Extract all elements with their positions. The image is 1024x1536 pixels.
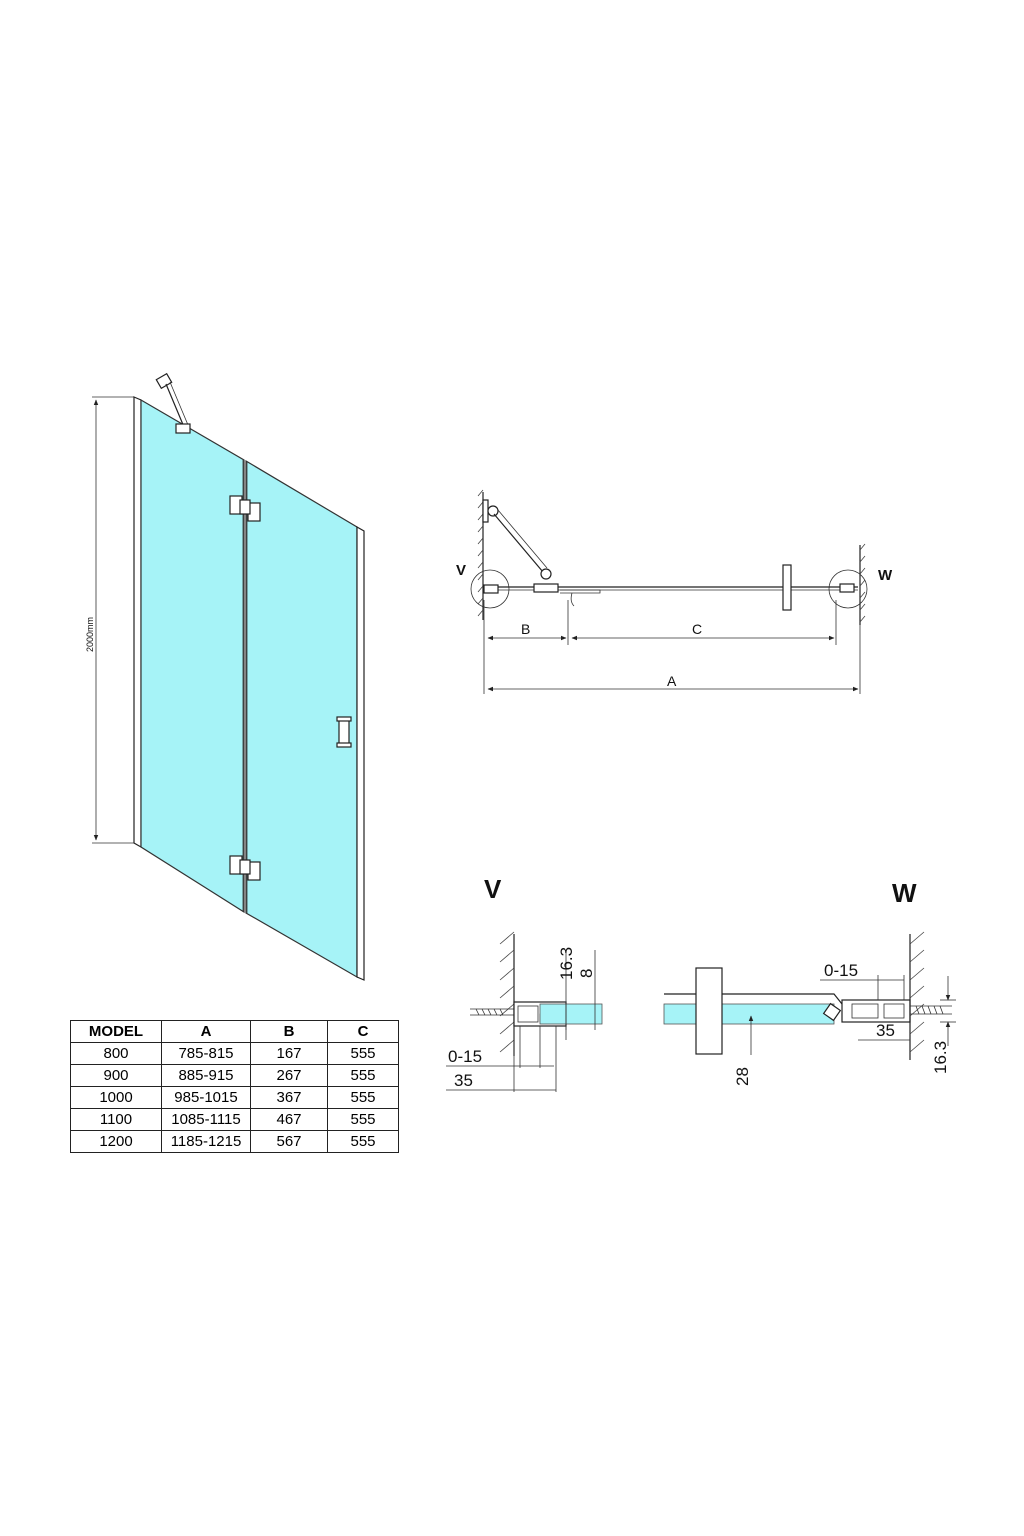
detail-w-dim-0-15: 0-15 [824, 961, 858, 980]
model-table: MODEL A B C 800 785-815 167 555 900 885-… [70, 1020, 399, 1153]
cell-model: 1000 [70, 1086, 162, 1109]
table-row: 800 785-815 167 555 [70, 1042, 399, 1065]
cell-b: 267 [250, 1064, 328, 1087]
cell-a: 785-815 [161, 1042, 251, 1065]
detail-v-dim-16-3: 16.3 [557, 947, 576, 980]
table-header-row: MODEL A B C [70, 1020, 399, 1043]
cell-model: 800 [70, 1042, 162, 1065]
door-elevation: 2000mm [85, 372, 365, 981]
left-wall [477, 489, 484, 620]
cell-c: 555 [327, 1108, 399, 1131]
detail-w-dim-28: 28 [733, 1067, 752, 1086]
detail-v-dim-0-15: 0-15 [448, 1047, 482, 1066]
cell-c: 555 [327, 1064, 399, 1087]
stabilizer-bar [155, 372, 191, 434]
plan-dim-a: A [667, 673, 677, 689]
right-wall [859, 543, 866, 625]
header-model: MODEL [70, 1020, 162, 1043]
cell-b: 367 [250, 1086, 328, 1109]
detail-v: V 16.3 8 0-15 35 [446, 874, 603, 1092]
plan-stabilizer [482, 499, 552, 580]
plan-label-w: W [878, 567, 893, 584]
detail-w-handle [695, 967, 723, 1055]
table-row: 1100 1085-1115 467 555 [70, 1108, 399, 1131]
fixed-glass-panel [140, 398, 245, 914]
detail-w-glass [663, 1003, 835, 1025]
plan-handle [782, 564, 792, 611]
detail-circle-v [470, 569, 510, 609]
cell-model: 1200 [70, 1130, 162, 1153]
detail-w-title: W [892, 878, 917, 908]
cell-a: 985-1015 [161, 1086, 251, 1109]
header-b: B [250, 1020, 328, 1043]
detail-v-dim-35: 35 [454, 1071, 473, 1090]
cell-a: 1085-1115 [161, 1108, 251, 1131]
detail-w: W 0-15 35 28 [663, 878, 956, 1086]
detail-v-glass [539, 1003, 603, 1025]
hinge-bottom [229, 855, 261, 881]
height-label: 2000mm [85, 617, 95, 652]
wall-profile [133, 396, 142, 849]
table-row: 1200 1185-1215 567 555 [70, 1130, 399, 1153]
right-profile [356, 525, 365, 981]
cell-c: 555 [327, 1042, 399, 1065]
cell-b: 467 [250, 1108, 328, 1131]
plan-view: V W B C A [456, 489, 893, 694]
plan-dim-b: B [521, 621, 530, 637]
cell-a: 1185-1215 [161, 1130, 251, 1153]
plan-label-v: V [456, 562, 466, 579]
door-handle [336, 716, 352, 748]
cell-model: 1100 [70, 1108, 162, 1131]
plan-dim-c: C [692, 621, 702, 637]
detail-circle-w [828, 569, 868, 609]
cell-a: 885-915 [161, 1064, 251, 1087]
cell-c: 555 [327, 1130, 399, 1153]
cell-b: 567 [250, 1130, 328, 1153]
cell-b: 167 [250, 1042, 328, 1065]
header-c: C [327, 1020, 399, 1043]
table-row: 900 885-915 267 555 [70, 1064, 399, 1087]
detail-w-dim-35: 35 [876, 1021, 895, 1040]
cell-c: 555 [327, 1086, 399, 1109]
detail-w-dim-16-3: 16.3 [931, 1041, 950, 1074]
header-a: A [161, 1020, 251, 1043]
height-dimension: 2000mm [85, 396, 134, 844]
detail-v-dim-8: 8 [577, 969, 596, 978]
cell-model: 900 [70, 1064, 162, 1087]
table-row: 1000 985-1015 367 555 [70, 1086, 399, 1109]
detail-v-title: V [484, 874, 502, 904]
hinge-top [229, 495, 261, 522]
